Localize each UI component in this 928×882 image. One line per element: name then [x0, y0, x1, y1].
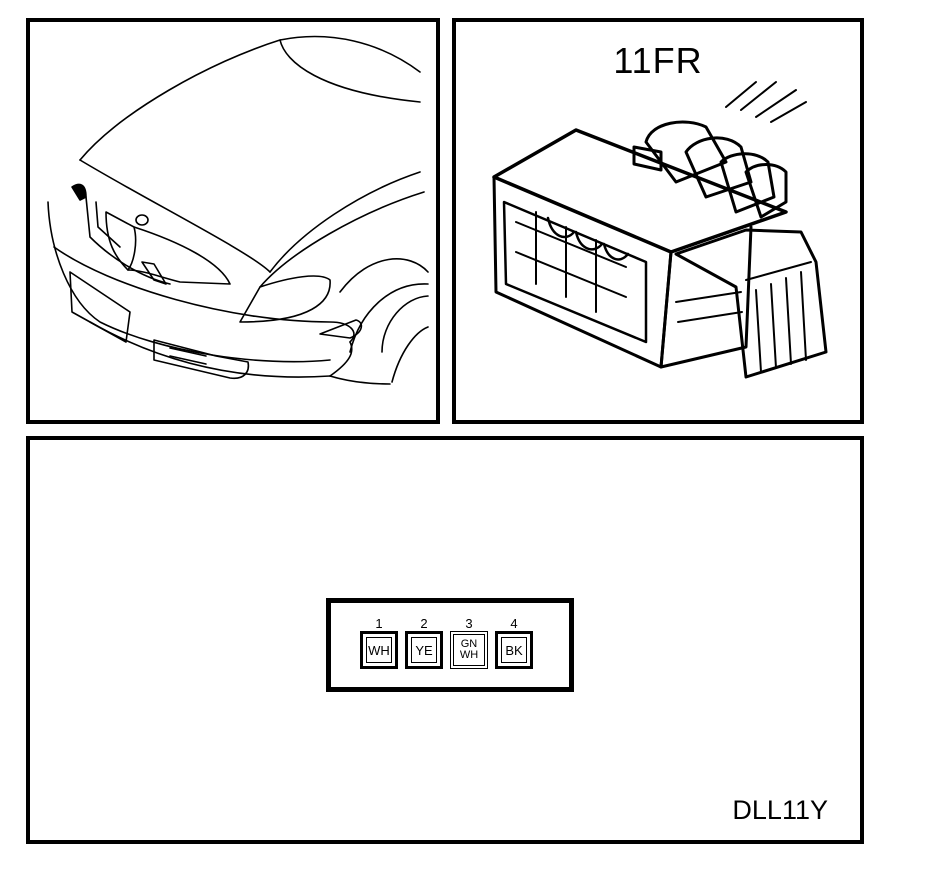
- pin-number: 4: [510, 616, 518, 631]
- pin-cavity: GN WH: [450, 631, 488, 669]
- pin-3: 3 GN WH: [449, 617, 489, 669]
- pinout-panel: 1 WH 2 YE 3 GN WH 4 BK: [26, 436, 864, 844]
- pin-2: 2 YE: [404, 617, 444, 669]
- diagram-code: DLL11Y: [732, 795, 828, 825]
- pin-cavity: YE: [405, 631, 443, 669]
- connector-illustration: [492, 81, 828, 379]
- wire-color: WH: [368, 642, 390, 658]
- pin-1: 1 WH: [359, 617, 399, 669]
- car-front-illustration: [47, 35, 429, 385]
- pin-4: 4 BK: [494, 617, 534, 669]
- wire-color: GN WH: [459, 638, 479, 661]
- wire-color: BK: [505, 642, 523, 658]
- car-locator-panel: [26, 18, 440, 424]
- pin-number: 2: [420, 616, 428, 631]
- connector-face: 1 WH 2 YE 3 GN WH 4 BK: [326, 598, 574, 692]
- connector-title: 11FR: [613, 40, 703, 81]
- connector-photo-panel: 11FR: [452, 18, 864, 424]
- pin-number: 3: [465, 616, 473, 631]
- pin-number: 1: [375, 616, 383, 631]
- wire-color: YE: [415, 642, 433, 658]
- pin-cavity: BK: [495, 631, 533, 669]
- pin-cavity: WH: [360, 631, 398, 669]
